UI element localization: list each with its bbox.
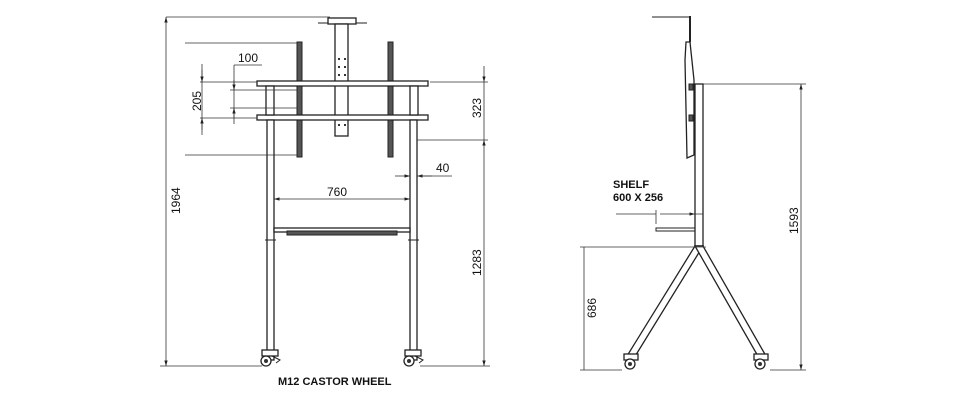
upper-crossbar bbox=[256, 80, 429, 87]
dimension-leg-spacing: 760 bbox=[274, 185, 410, 201]
castor-wheel-side-rear bbox=[753, 353, 769, 370]
shelf-size-label: 600 X 256 bbox=[613, 192, 663, 204]
front-view: 1964 bbox=[160, 16, 490, 388]
dimension-vesa-spacing: 100 bbox=[230, 51, 297, 124]
dimension-mount-span: 323 bbox=[417, 66, 488, 141]
shelf-tray bbox=[286, 230, 398, 236]
castor-wheel-left bbox=[260, 349, 281, 367]
top-mount bbox=[318, 17, 367, 137]
side-leg-front bbox=[625, 245, 705, 359]
dimension-label-1593: 1593 bbox=[787, 207, 801, 234]
dimension-overall-height: 1964 bbox=[160, 16, 330, 367]
dimension-label-40: 40 bbox=[436, 161, 450, 175]
dimension-label-323: 323 bbox=[470, 98, 484, 118]
dimension-label-760: 760 bbox=[327, 185, 347, 199]
dimension-label-1964: 1964 bbox=[169, 187, 183, 214]
side-view: SHELF 600 X 256 1593 686 bbox=[580, 16, 806, 371]
shelf bbox=[655, 227, 696, 232]
dimension-label-1283: 1283 bbox=[470, 249, 484, 276]
vesa-rail-right bbox=[387, 41, 394, 158]
dimension-base-height: 686 bbox=[580, 246, 706, 371]
dimension-label-205: 205 bbox=[190, 91, 204, 111]
dimension-mount-height: 1283 bbox=[420, 140, 490, 367]
column bbox=[694, 83, 704, 247]
side-leg-rear bbox=[693, 245, 767, 359]
castor-wheel-caption: M12 CASTOR WHEEL bbox=[278, 376, 392, 388]
shelf-label: SHELF bbox=[613, 179, 649, 191]
display-panel bbox=[684, 41, 695, 159]
lower-crossbar bbox=[256, 114, 429, 121]
castor-wheel-side-front bbox=[623, 353, 639, 370]
dimension-label-686: 686 bbox=[585, 298, 599, 318]
dimension-bar-spacing: 205 bbox=[190, 64, 257, 135]
dimension-leg-offset: 40 bbox=[395, 161, 452, 178]
castor-wheel-right bbox=[403, 349, 424, 367]
dimension-column-height: 1593 bbox=[703, 83, 806, 371]
vesa-rail-left bbox=[296, 41, 303, 158]
dimension-label-100: 100 bbox=[238, 51, 258, 65]
